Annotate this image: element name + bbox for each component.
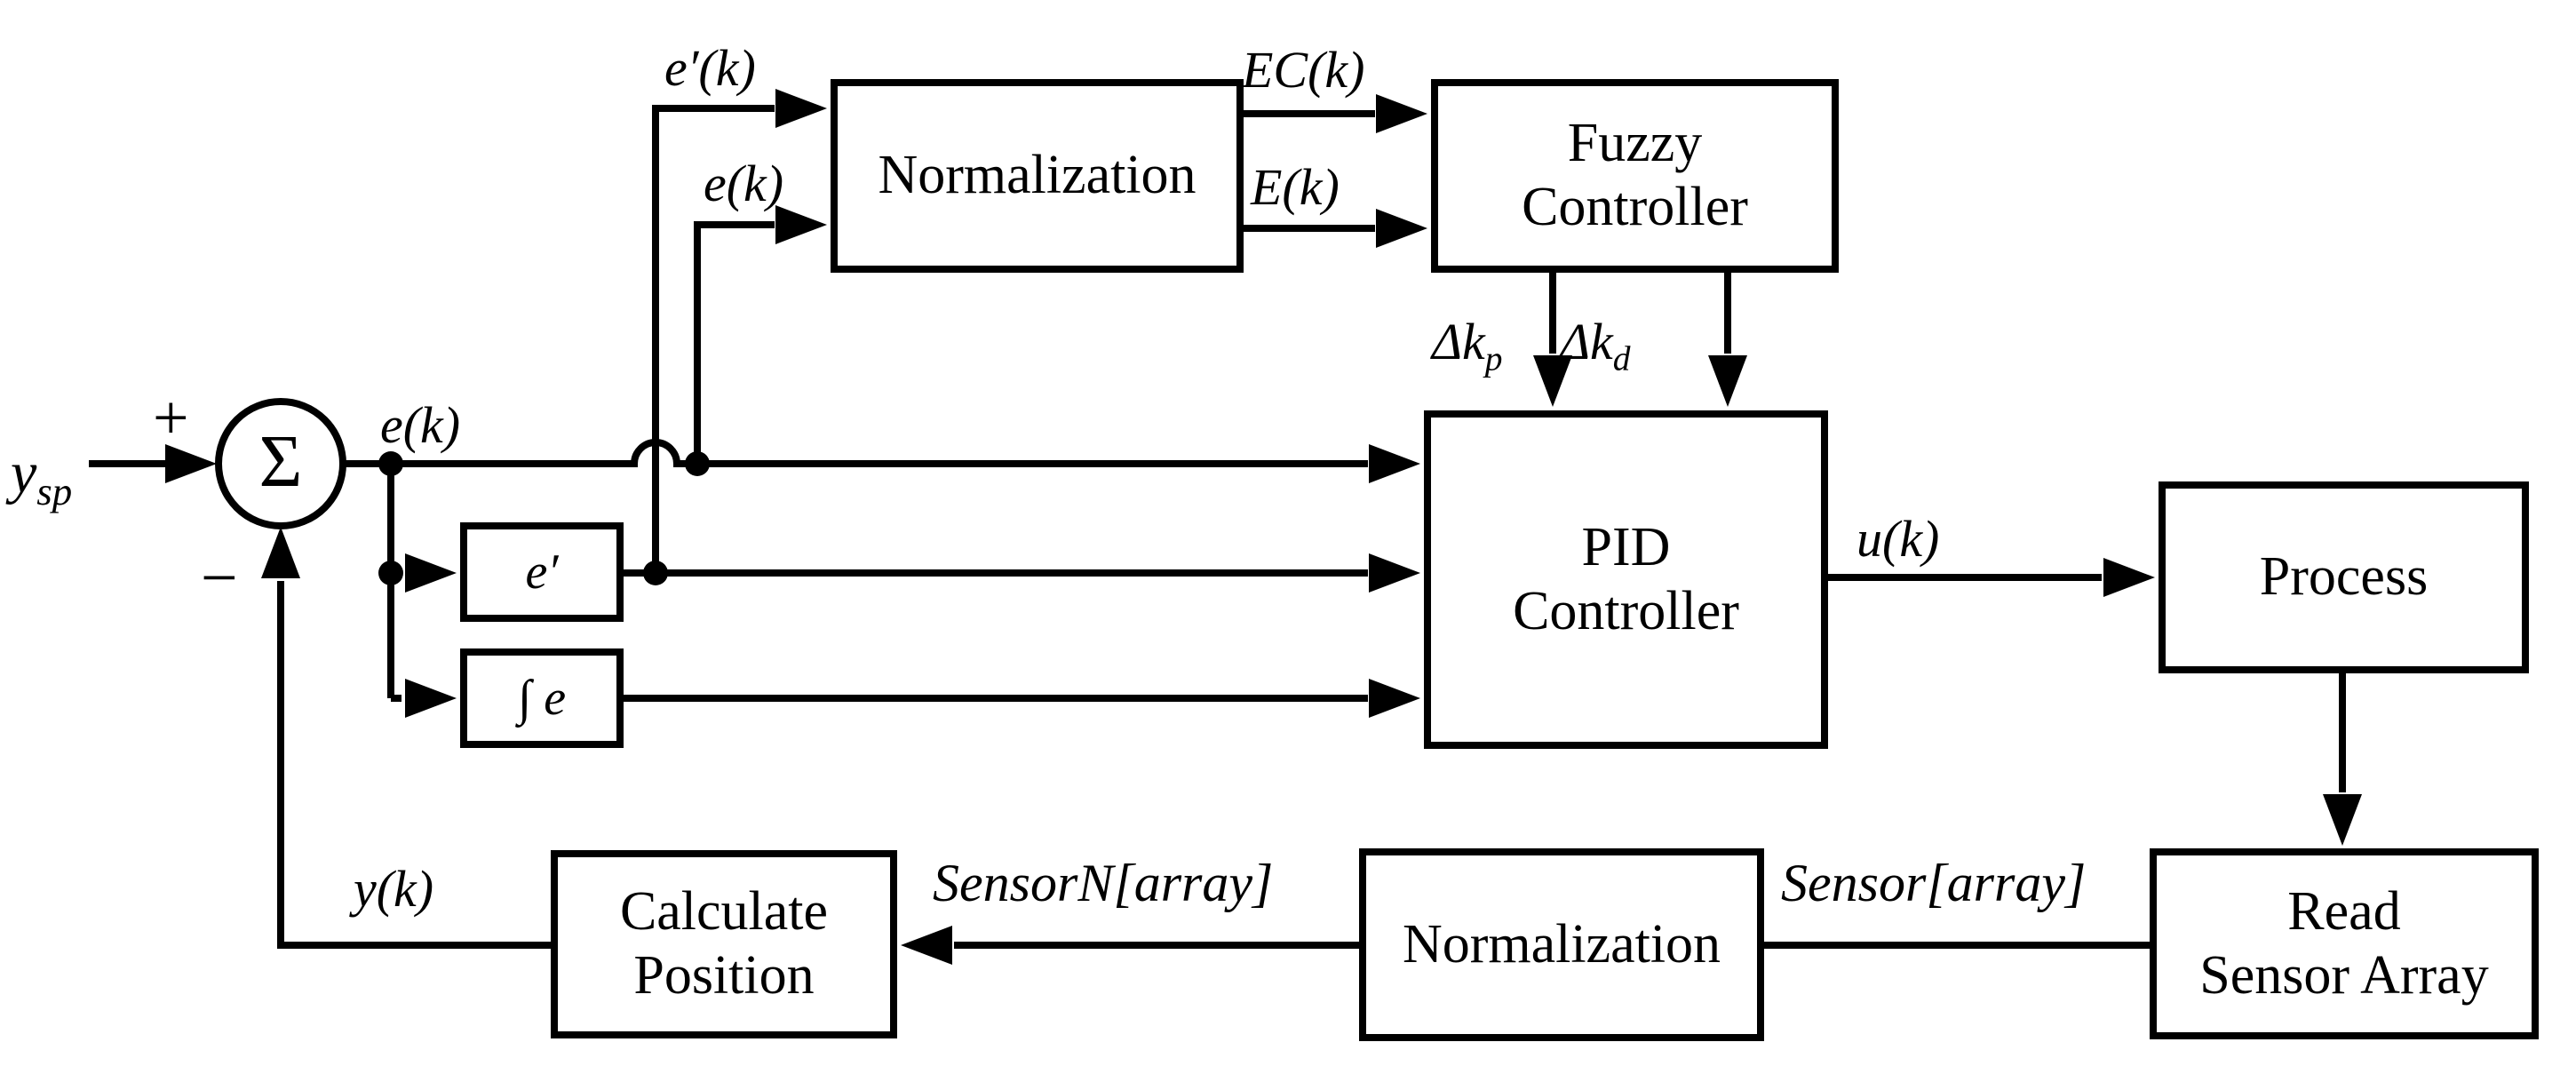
arrow-e-into-pid (1369, 444, 1420, 483)
block-label: Controller (1522, 177, 1748, 237)
arrow-u-into-process (2103, 558, 2155, 597)
sum-junction-circle (215, 398, 346, 529)
block-process: Process (2159, 481, 2529, 673)
label-measured-output: y(k) (354, 860, 434, 918)
label-ec-normalized: EC(k) (1242, 41, 1365, 99)
arrow-eprime-into-norm (775, 89, 827, 128)
block-integral: ∫ e (460, 648, 624, 748)
block-label: Position (633, 945, 815, 1006)
block-label: Controller (1513, 580, 1739, 641)
label-delta-kd-main: Δk (1560, 313, 1613, 370)
arrow-feedback-into-sum (261, 527, 300, 578)
arrow-into-integral (405, 679, 457, 718)
wire-error-main (343, 439, 1368, 467)
wire-lines (89, 105, 2346, 949)
block-label: Sensor Array (2199, 944, 2489, 1006)
block-label: Read (2287, 880, 2401, 942)
block-label: e′ (525, 544, 559, 600)
arrow-into-calc-position (901, 926, 952, 965)
label-error-to-normalization: e(k) (704, 155, 784, 212)
label-setpoint: ysp (11, 444, 72, 512)
dot-eprime-branch (643, 561, 668, 585)
arrow-into-read-sensor (2323, 794, 2362, 846)
block-fuzzy-controller: Fuzzy Controller (1431, 79, 1839, 273)
label-delta-kd: Δkd (1560, 316, 1631, 377)
sum-junction-minus-sign: − (201, 542, 238, 615)
wire-eprime-to-normalization (652, 105, 775, 573)
arrow-deriv-into-pid (1369, 553, 1420, 593)
dot-derivative-branch (378, 561, 403, 585)
label-error-derivative: e′(k) (664, 39, 756, 97)
label-delta-kp-main: Δk (1432, 313, 1485, 370)
block-normalization-bottom: Normalization (1359, 848, 1764, 1041)
sum-junction-sigma: Σ (258, 420, 303, 503)
dot-e-to-norm (685, 451, 710, 476)
block-label: Calculate (619, 881, 829, 943)
wire-arrowheads (165, 89, 2362, 965)
block-derivative: e′ (460, 522, 624, 622)
label-sensor-normalized: SensorN[array] (933, 854, 1274, 912)
block-normalization-top: Normalization (831, 79, 1244, 273)
label-delta-kd-sub: d (1612, 338, 1631, 378)
block-label: Fuzzy (1567, 113, 1703, 174)
arrow-into-derivative (405, 553, 457, 593)
wire-junction-dots (378, 451, 710, 585)
block-calculate-position: Calculate Position (551, 850, 897, 1038)
label-sensor-raw: Sensor[array] (1781, 854, 2087, 912)
label-setpoint-main: y (11, 441, 37, 505)
label-delta-kp-sub: p (1484, 338, 1503, 378)
block-label: Normalization (1402, 913, 1721, 975)
label-delta-kp: Δkp (1432, 316, 1503, 377)
block-label: PID (1581, 516, 1671, 577)
label-control-output: u(k) (1856, 510, 1940, 568)
arrow-dkd-into-pid (1708, 355, 1747, 407)
label-e-normalized: E(k) (1251, 158, 1340, 216)
wire-feedback (277, 581, 551, 949)
dot-error-branch (378, 451, 403, 476)
sum-junction-plus-sign: + (153, 382, 189, 453)
block-label: Normalization (878, 145, 1197, 206)
arrow-dkp-into-pid (1533, 355, 1572, 407)
arrow-e-into-norm (775, 205, 827, 244)
arrow-e-big-into-fuzzy (1376, 209, 1427, 248)
arrow-int-into-pid (1369, 679, 1420, 718)
label-error: e(k) (380, 396, 461, 454)
block-label: ∫ e (517, 670, 567, 726)
label-setpoint-sub: sp (36, 469, 73, 514)
arrow-into-sum (165, 444, 217, 483)
block-pid-controller: PID Controller (1424, 410, 1828, 749)
wire-e-to-normalization (694, 221, 775, 464)
block-label: Process (2259, 546, 2429, 608)
block-read-sensor-array: Read Sensor Array (2150, 848, 2539, 1039)
arrow-ec-into-fuzzy (1376, 94, 1427, 133)
